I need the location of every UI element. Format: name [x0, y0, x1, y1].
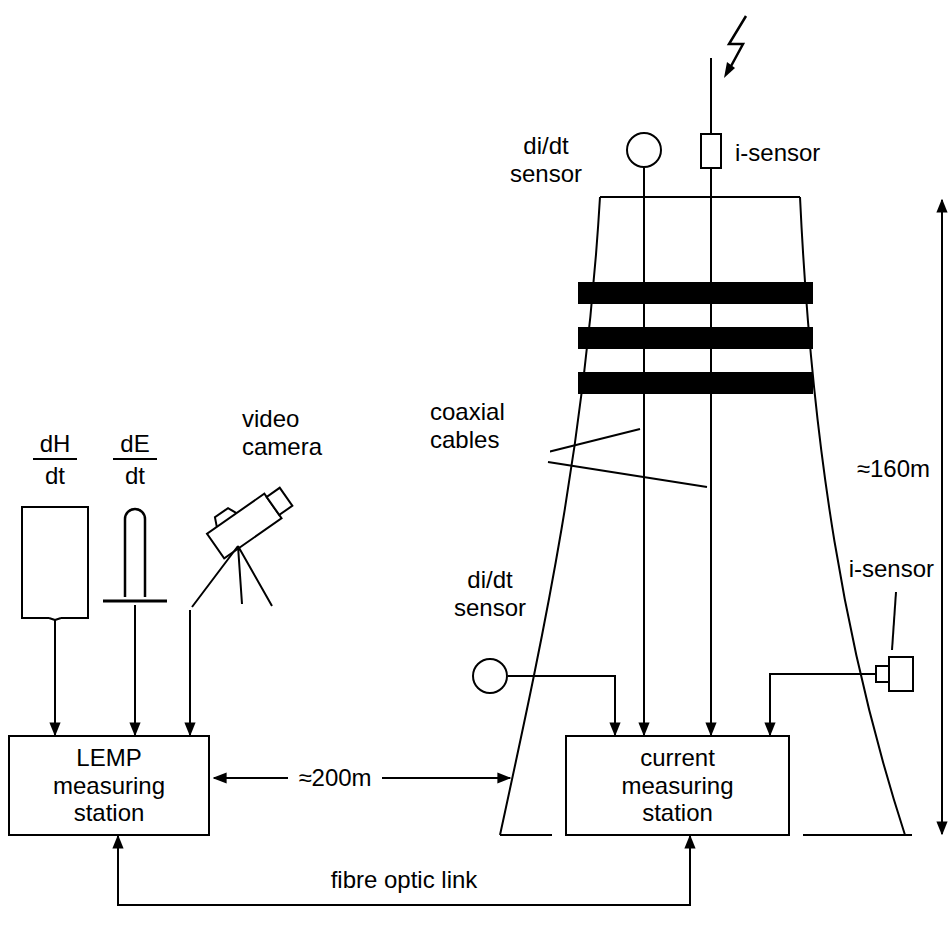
ground-stub [500, 834, 552, 836]
magnetic-field-sensor: dHdt [15, 430, 95, 625]
isBottom-symbol [875, 655, 915, 693]
node-text: di/dt sensor [500, 132, 592, 187]
cable-connector [643, 168, 645, 735]
cable-connector [710, 169, 712, 735]
circle-symbol [626, 132, 662, 168]
dimension-label: ≈200m [290, 764, 380, 792]
node-text: dE [113, 430, 157, 460]
didt-sensor: di/dt sensor [440, 566, 560, 696]
node-text: di/dt sensor [440, 566, 540, 621]
platform-band [578, 327, 813, 349]
leader-line [548, 462, 707, 487]
leader-line [548, 429, 640, 452]
cable-connector [770, 674, 875, 735]
platform-band [578, 372, 813, 394]
video-camera: video camera [180, 400, 370, 615]
dimension-line [941, 200, 943, 834]
camera-symbol [180, 480, 310, 610]
current-sensor: i-sensor [835, 550, 935, 700]
node-text: dt [113, 462, 157, 490]
leader-line [892, 592, 896, 650]
ground-stub [803, 834, 912, 836]
node-text: current measuring station [608, 744, 748, 827]
didt-sensor: di/dt sensor [500, 120, 670, 220]
air-terminal [710, 58, 712, 133]
measuring-station: LEMP measuring station [8, 735, 210, 836]
lightning-arrowhead [724, 62, 735, 78]
platform-band [578, 282, 813, 304]
tower-outline [800, 197, 905, 835]
cable-connector [508, 676, 615, 735]
dimension-line [382, 777, 510, 779]
dimension-label: ≈160m [838, 455, 930, 483]
electric-field-sensor: dEdt [95, 430, 175, 610]
node-text: i-sensor [735, 139, 850, 167]
lightning-bolt [729, 16, 746, 68]
dimension-line [214, 777, 288, 779]
node-text: i-sensor [835, 555, 934, 583]
cable-connector [54, 620, 56, 735]
tower-platforms [578, 282, 813, 394]
node-text: dH [33, 430, 77, 460]
loop-symbol [20, 505, 90, 620]
measuring-station: current measuring station [565, 735, 790, 836]
connector-label: fibre optic link [327, 866, 482, 894]
isTop-symbol [700, 133, 722, 169]
node-text: video camera [242, 405, 362, 460]
node-text: dt [33, 462, 77, 490]
current-sensor: i-sensor [690, 125, 850, 185]
tower-top [600, 196, 800, 198]
circle-symbol [472, 658, 508, 694]
node-text: LEMP measuring station [39, 744, 179, 827]
antenna-symbol [100, 505, 170, 605]
cable-connector [134, 605, 136, 735]
cable-connector [118, 836, 690, 905]
cable-connector [189, 610, 191, 735]
callout-label: coaxial cables [430, 398, 550, 453]
